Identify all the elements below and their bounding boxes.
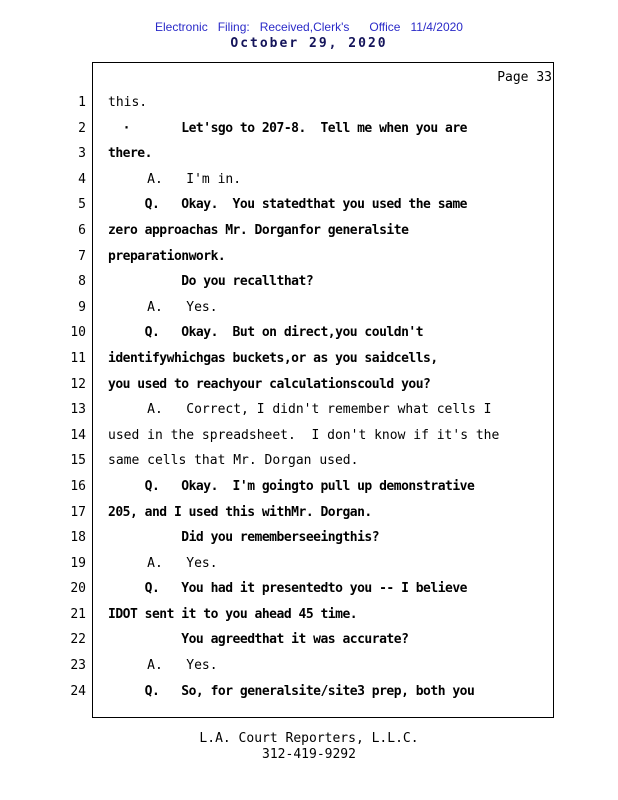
transcript-line: 20 Q. You had it presentedto you -- I be… (0, 576, 618, 602)
transcript-line: 19 A. Yes. (0, 551, 618, 577)
line-number: 22 (70, 632, 86, 648)
line-text: Did you rememberseeingthis? (108, 530, 380, 546)
line-number: 5 (78, 197, 86, 213)
transcript-line: 6 zero approachas Mr. Dorganfor generalsi… (0, 218, 618, 244)
line-number: 1 (78, 95, 86, 110)
line-text: used in the spreadsheet. I don't know if… (108, 427, 500, 443)
line-text: · Let'sgo to 207-8. Tell me when you are (108, 120, 468, 136)
line-number: 16 (70, 478, 86, 494)
line-number: 12 (70, 376, 86, 392)
line-text: there. (108, 146, 152, 162)
line-number: 17 (70, 504, 86, 520)
line-number: 18 (70, 530, 86, 546)
transcript-line: 16 Q. Okay. I'm goingto pull up demonstr… (0, 474, 618, 500)
line-number: 24 (70, 683, 86, 699)
line-text: A. Yes. (108, 555, 218, 571)
transcript-line: 10 Q. Okay. But on direct,you couldn't (0, 320, 618, 346)
line-text: Do you recallthat? (108, 274, 314, 290)
line-text: Q. Okay. You statedthat you used the sam… (108, 197, 468, 213)
line-text: A. Correct, I didn't remember what cells… (108, 402, 492, 418)
line-number: 14 (70, 427, 86, 443)
line-text: Q. Okay. I'm goingto pull up demonstrati… (108, 478, 475, 494)
line-text: A. Yes. (108, 299, 218, 315)
transcript-line: 21 IDOT sent it to you ahead 45 time. (0, 602, 618, 628)
transcript-line: 7 preparationwork. (0, 244, 618, 270)
transcript-line: 17 205, and I used this withMr. Dorgan. (0, 500, 618, 526)
transcript-line: 1 this. (0, 90, 618, 116)
line-text: identifywhichgas buckets,or as you saidc… (108, 350, 438, 366)
transcript-line: 2 · Let'sgo to 207-8. Tell me when you a… (0, 116, 618, 142)
transcript-line: 24 Q. So, for generalsite/site3 prep, bo… (0, 679, 618, 705)
transcript-line: 3 there. (0, 141, 618, 167)
line-number: 6 (78, 222, 86, 238)
transcript-line: 14 used in the spreadsheet. I don't know … (0, 423, 618, 449)
line-number: 2 (78, 120, 86, 136)
line-number: 15 (70, 453, 86, 469)
transcript-line: 12 you used to reachyour calculationscoul… (0, 372, 618, 398)
reporter-phone: 312-419-9292 (262, 747, 356, 762)
line-number: 8 (78, 274, 86, 290)
line-number: 11 (70, 350, 86, 366)
line-number: 4 (78, 171, 86, 187)
transcript-line: 5 Q. Okay. You statedthat you used the s… (0, 192, 618, 218)
line-text: IDOT sent it to you ahead 45 time. (108, 606, 358, 622)
transcript-line: 22 You agreedthat it was accurate? (0, 627, 618, 653)
line-number: 3 (78, 146, 86, 162)
line-number: 19 (70, 555, 86, 571)
page-number-label: Page 33 (497, 70, 552, 85)
transcript-line: 23 A. Yes. (0, 653, 618, 679)
line-number: 20 (70, 581, 86, 597)
line-text: Q. You had it presentedto you -- I belie… (108, 581, 468, 597)
reporter-footer: L.A. Court Reporters, L.L.C. 312-419-929… (0, 731, 618, 763)
transcript-line: 11 identifywhichgas buckets,or as you sai… (0, 346, 618, 372)
line-number: 13 (70, 402, 86, 418)
transcript-line: 15 same cells that Mr. Dorgan used. (0, 448, 618, 474)
transcript-line: 8 Do you recallthat? (0, 269, 618, 295)
line-text: A. Yes. (108, 658, 218, 674)
line-number: 21 (70, 606, 86, 622)
line-text: same cells that Mr. Dorgan used. (108, 453, 359, 469)
line-text: Q. So, for generalsite/site3 prep, both … (108, 683, 475, 699)
reporter-name: L.A. Court Reporters, L.L.C. (199, 731, 419, 746)
efiling-stamp: Electronic Filing: Received,Clerk's Offi… (155, 20, 463, 34)
line-text: preparationwork. (108, 248, 226, 264)
line-text: zero approachas Mr. Dorganfor generalsit… (108, 222, 409, 238)
line-number: 7 (78, 248, 86, 264)
line-number: 23 (70, 658, 86, 674)
line-text: you used to reachyour calculationscould … (108, 376, 431, 392)
line-text: A. I'm in. (108, 171, 242, 187)
transcript-line: 18 Did you rememberseeingthis? (0, 525, 618, 551)
transcript-line: 4 A. I'm in. (0, 167, 618, 193)
line-number: 10 (70, 325, 86, 341)
transcript-lines: 1 this. 2 · Let'sgo to 207-8. Tell me when… (0, 90, 618, 704)
line-text: You agreedthat it was accurate? (108, 632, 409, 648)
line-text: Q. Okay. But on direct,you couldn't (108, 325, 424, 341)
line-text: 205, and I used this withMr. Dorgan. (108, 504, 372, 520)
line-number: 9 (78, 299, 86, 315)
transcript-line: 9 A. Yes. (0, 295, 618, 321)
hearing-date: October 29, 2020 (230, 36, 388, 51)
line-text: this. (108, 95, 148, 110)
transcript-line: 13 A. Correct, I didn't remember what ce… (0, 397, 618, 423)
